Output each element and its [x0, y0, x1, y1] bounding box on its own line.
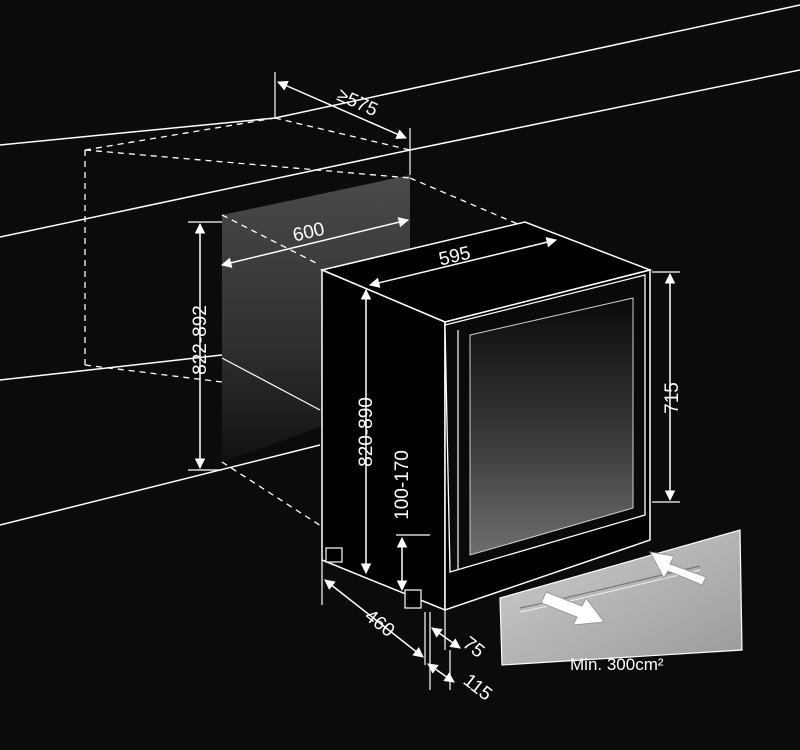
dim-plinth-offset	[431, 610, 461, 650]
airflow-out-arrow	[540, 591, 605, 626]
rear-foot	[325, 547, 343, 563]
dim-door-height	[652, 271, 680, 503]
label-appliance-height: 820-890	[356, 397, 377, 467]
label-foot-depth: 460	[360, 606, 398, 642]
dim-foot-depth	[321, 560, 426, 665]
label-door-height: 715	[662, 382, 683, 414]
dim-niche-height	[188, 221, 222, 471]
dim-plinth-depth	[427, 612, 455, 690]
label-plinth-height: 100-170	[392, 450, 413, 520]
label-plinth-offset: 75	[459, 633, 489, 663]
ventilation-note: Min. 300cm²	[570, 655, 664, 674]
label-niche-height: 822-892	[190, 305, 211, 375]
cooler-door-glass	[469, 297, 634, 556]
airflow-in-arrow	[649, 551, 707, 586]
front-foot	[404, 589, 422, 609]
dim-appliance-width	[368, 237, 558, 288]
label-niche-depth: ≥575	[334, 85, 381, 121]
label-plinth-depth: 115	[459, 670, 496, 705]
dim-niche-width	[220, 217, 410, 268]
wine-cooler	[319, 221, 653, 612]
dim-niche-depth	[274, 72, 411, 175]
